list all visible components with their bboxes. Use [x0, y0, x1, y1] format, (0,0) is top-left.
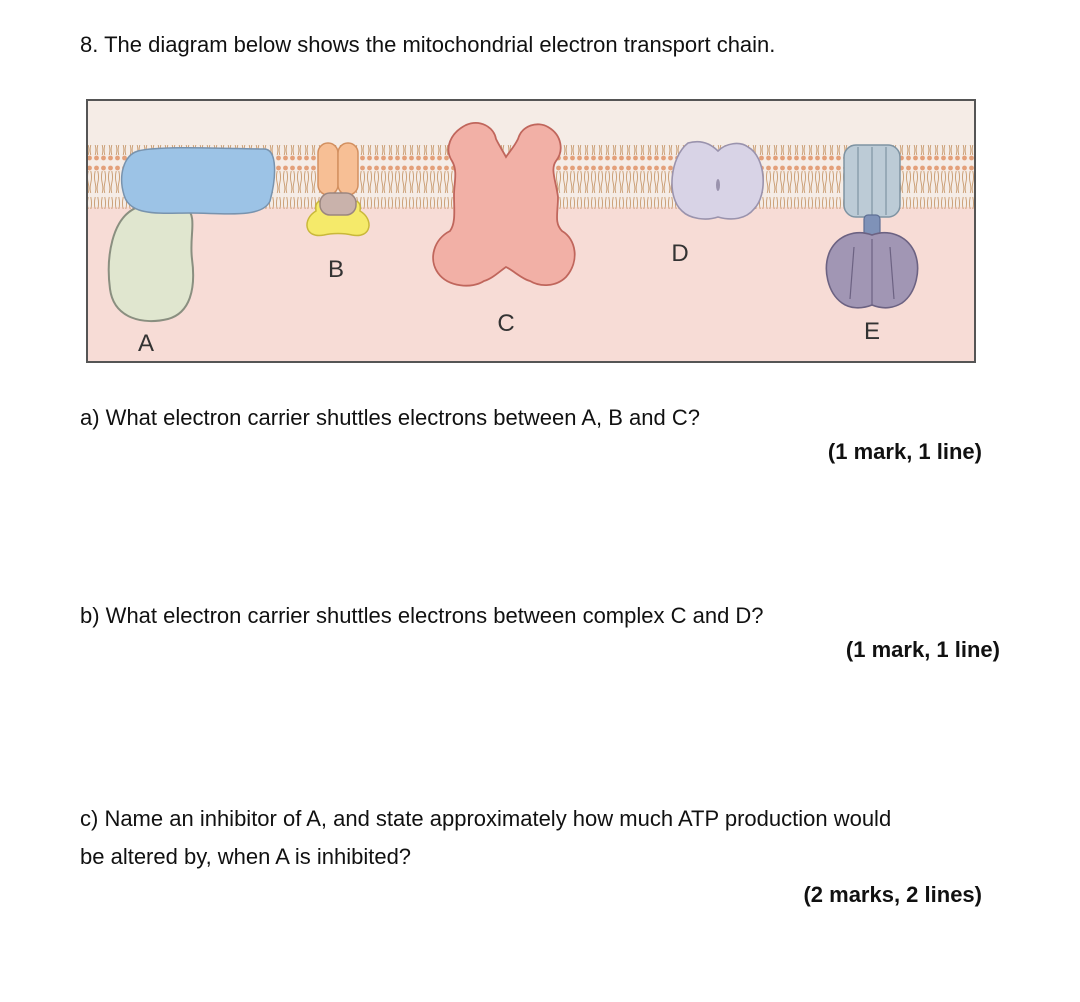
complex-b-subunit-left [318, 143, 338, 195]
complex-d-channel [716, 179, 720, 191]
part-b-marks: (1 mark, 1 line) [800, 635, 1000, 665]
question-title: 8. The diagram below shows the mitochond… [80, 30, 775, 60]
complex-a-matrix-arm [109, 207, 193, 321]
label-d: D [671, 240, 688, 267]
label-e: E [864, 318, 880, 345]
label-c: C [497, 310, 514, 337]
part-c-question-line1: c) Name an inhibitor of A, and state app… [80, 800, 891, 838]
complex-b-middle [320, 193, 356, 215]
label-b: B [328, 256, 344, 283]
electron-transport-chain-diagram: A B C D [86, 99, 976, 363]
part-a-question: a) What electron carrier shuttles electr… [80, 399, 700, 437]
part-c-marks: (2 marks, 2 lines) [760, 880, 982, 910]
part-b-question: b) What electron carrier shuttles electr… [80, 597, 764, 635]
complex-b-subunit-right [338, 143, 358, 195]
part-a-marks: (1 mark, 1 line) [790, 437, 982, 467]
label-a: A [138, 330, 154, 357]
complex-a-membrane-domain [122, 148, 275, 214]
etc-diagram-svg: A B C D [86, 99, 976, 363]
part-c-question-line2: be altered by, when A is inhibited? [80, 838, 411, 876]
